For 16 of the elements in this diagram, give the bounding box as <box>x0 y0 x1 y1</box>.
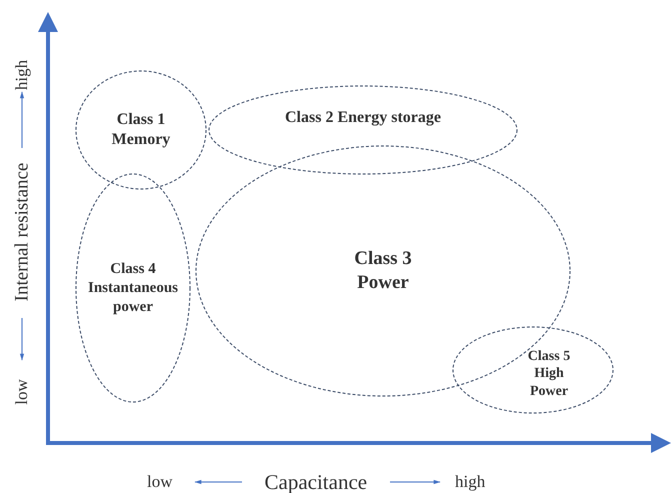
axis-end-label: high <box>455 472 486 492</box>
axis-title: Capacitance <box>264 470 368 493</box>
axis-end-label: low <box>147 472 172 492</box>
class-label: Class 1 Memory <box>110 110 172 150</box>
axis-end-label: low <box>12 379 32 405</box>
ellipse-region <box>195 145 571 397</box>
axis-end-label: high <box>12 60 32 90</box>
class-label: Class 2 Energy storage <box>284 108 442 128</box>
ellipse-region <box>75 70 207 190</box>
class-label: Class 3 Power <box>353 247 413 294</box>
ellipse-region <box>208 85 518 175</box>
axis-title: Internal resistance <box>10 162 33 302</box>
class-label: Class 5 High Power <box>526 348 572 400</box>
ellipse-region <box>452 326 614 414</box>
ellipse-region <box>75 173 191 403</box>
class-label: Class 4 Instantaneous power <box>86 260 180 316</box>
